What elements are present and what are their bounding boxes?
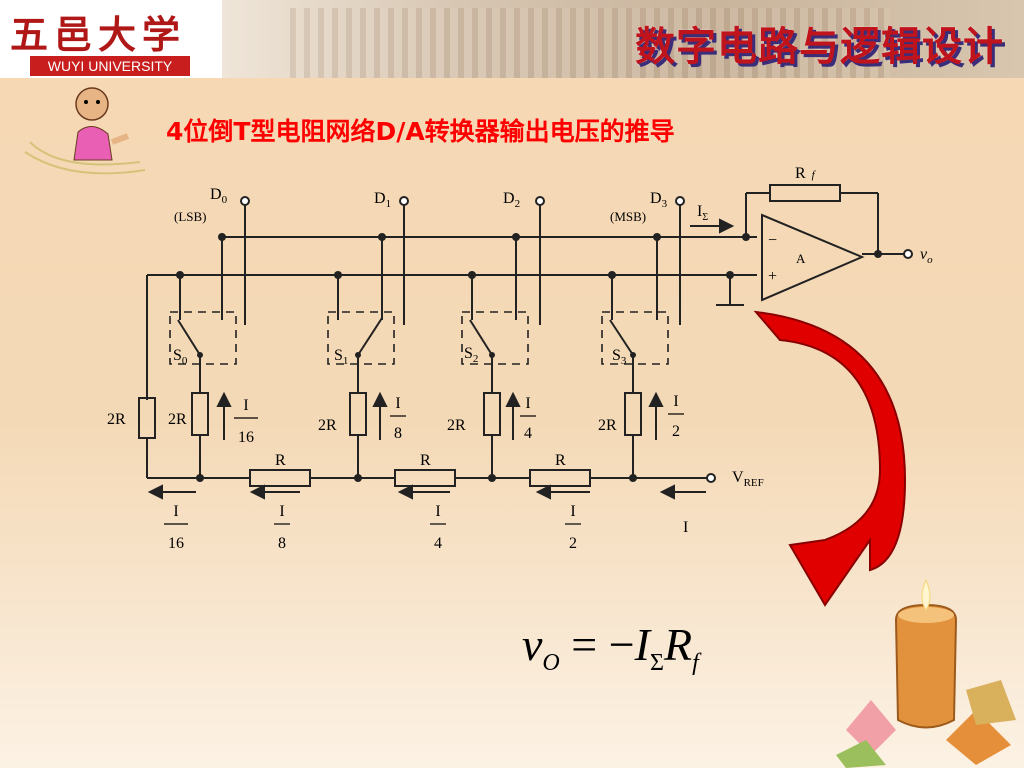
branch-current-numerator: I (243, 397, 248, 414)
branch-current-numerator: I (525, 395, 530, 412)
switch-s0-label: S0 (173, 347, 188, 367)
resistor-2r-label: 2R (447, 417, 466, 434)
course-title: 数字电路与逻辑设计 (635, 24, 1004, 70)
resistor-2r-label: 2R (107, 411, 126, 428)
feedback-resistor (769, 184, 841, 202)
ladder-current-numerator: I (173, 503, 178, 520)
input-d0-label: D0 (210, 186, 228, 206)
amp-label: A (796, 251, 806, 266)
output-voltage-formula: vO = −IΣRf (522, 619, 699, 677)
resistor-r-label: R (275, 452, 286, 469)
sum-current-label: IΣ (697, 203, 708, 223)
resistor-r-label: R (555, 452, 566, 469)
teacher-cartoon-icon (24, 87, 146, 175)
output-label: vo (920, 246, 933, 266)
switch-s1-label: S1 (334, 347, 348, 367)
ladder-current-denominator: 8 (278, 535, 286, 552)
ladder-current-numerator: I (435, 503, 440, 520)
slide-title: 4位倒T型电阻网络D/A转换器输出电压的推导 (166, 117, 675, 146)
output-terminal (903, 249, 913, 259)
ladder-current-denominator: 16 (168, 535, 184, 552)
branch-current-numerator: I (395, 395, 400, 412)
resistor-2r-label: 2R (318, 417, 337, 434)
vref-terminal (706, 473, 716, 483)
resistor-r-label: R (420, 452, 431, 469)
ladder-current-denominator: 2 (569, 535, 577, 552)
ladder-current-denominator: 4 (434, 535, 442, 552)
ladder-current-numerator: I (279, 503, 284, 520)
switch-s3-label: S3 (612, 347, 627, 367)
branch-current-denominator: 16 (238, 429, 254, 446)
branch-current-denominator: 8 (394, 425, 402, 442)
header-banner: 五邑大学 WUYI UNIVERSITY 数字电路与逻辑设计 (0, 0, 1024, 78)
campus-photo (290, 8, 890, 78)
input-d1-label: D1 (374, 190, 391, 210)
logo-english-name: WUYI UNIVERSITY (30, 56, 190, 76)
candle-icon (836, 580, 1016, 768)
resistor-2r-label: 2R (598, 417, 617, 434)
university-logo: 五邑大学 WUYI UNIVERSITY (0, 0, 222, 78)
switch-s2-label: S2 (464, 345, 478, 365)
logo-chinese-name: 五邑大学 (10, 12, 187, 57)
input-d2-label: D2 (503, 190, 520, 210)
ladder-current-numerator: I (570, 503, 575, 520)
branch-current-denominator: 2 (672, 423, 680, 440)
branch-current-denominator: 4 (524, 425, 532, 442)
amp-inverting-input: − (768, 232, 777, 249)
msb-label: (MSB) (610, 209, 646, 224)
resistor-2r-label: 2R (168, 411, 187, 428)
vref-label: VREF (732, 469, 764, 489)
lsb-label: (LSB) (174, 209, 207, 224)
reference-current-label: I (683, 519, 688, 536)
branch-current-numerator: I (673, 393, 678, 410)
amp-noninverting-input: + (768, 268, 777, 285)
input-d3-label: D3 (650, 190, 668, 210)
